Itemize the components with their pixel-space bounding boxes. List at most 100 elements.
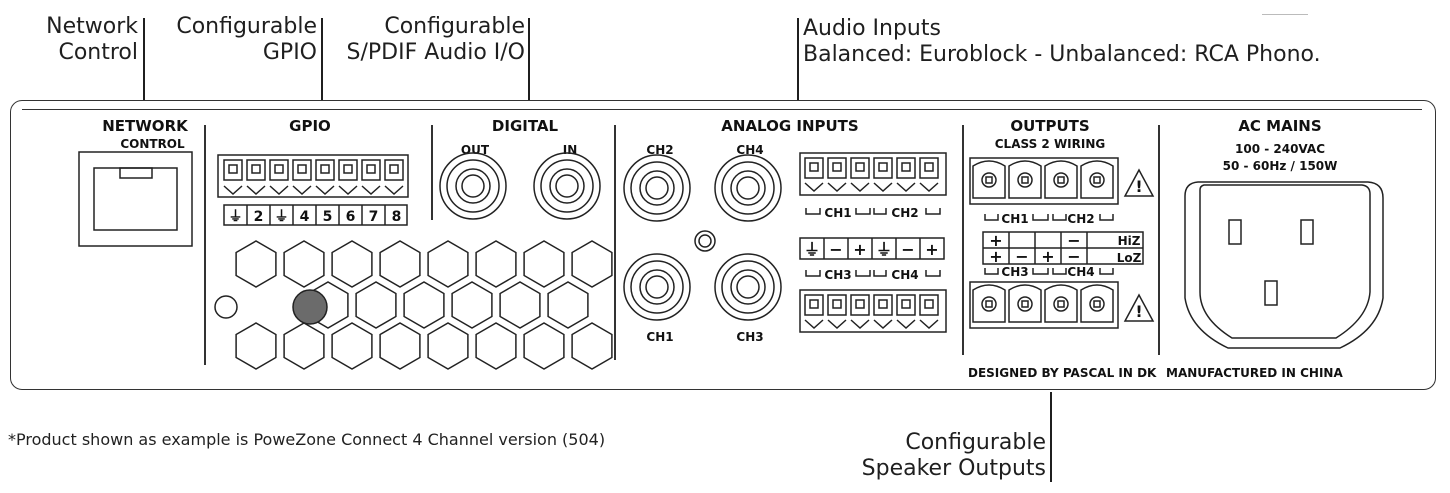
out-bracket-l2 — [1052, 214, 1067, 221]
euroblock-top-clip — [873, 182, 893, 193]
network-subtitle: CONTROL — [120, 137, 185, 151]
vent-hex — [475, 322, 517, 370]
rca-ch2-label: CH2 — [646, 143, 674, 157]
rear-panel — [10, 100, 1436, 390]
manufactured-text: MANUFACTURED IN CHINA — [1166, 366, 1343, 380]
spdif-in-jack-ring — [540, 159, 594, 213]
euroblock-top-screw — [832, 162, 842, 172]
vent-hex — [523, 240, 565, 288]
gpio-terminal-slot — [338, 159, 358, 181]
out-bracket-r4 — [1099, 268, 1114, 275]
polarity-label: + — [925, 240, 938, 259]
euroblock-bottom-screw — [809, 299, 819, 309]
euroblock-bottom-screw — [901, 299, 911, 309]
vent-hex — [523, 322, 565, 370]
gpio-pin-label: 7 — [369, 209, 379, 225]
speaker-terminal-bottom-screw-head — [985, 300, 993, 308]
callout-gpio-line2: GPIO — [262, 40, 317, 65]
euroblock-top-screw — [901, 162, 911, 172]
speaker-terminal-bottom-terminal — [1008, 284, 1042, 323]
euroblock-top-slot — [804, 157, 824, 179]
polarity-label: − — [901, 240, 914, 259]
vent-hex — [331, 240, 373, 288]
gpio-terminal-slot — [361, 159, 381, 181]
rca-ch3-jack-outer — [714, 253, 782, 321]
speaker-terminal-bottom-screw — [1053, 296, 1069, 312]
vent-hex — [475, 240, 517, 288]
gpio-screw — [274, 164, 284, 174]
euro-bracket-r2 — [925, 208, 941, 215]
ac-mains-title: AC MAINS — [1238, 117, 1322, 135]
iec-pin-right — [1300, 219, 1314, 245]
vent-hex — [331, 322, 373, 370]
out-ch3-label: CH3 — [1001, 265, 1029, 279]
rca-ch4-jack-ring — [721, 161, 775, 215]
warning-triangle-bottom-mark: ! — [1135, 302, 1142, 321]
callout-spdif-line2: S/PDIF Audio I/O — [346, 40, 525, 65]
outputs-title: OUTPUTS — [1010, 117, 1090, 135]
euroblock-bottom-screw — [924, 299, 934, 309]
vent-hex — [379, 240, 421, 288]
euro-bracket-r3 — [855, 270, 871, 277]
divider-1 — [204, 125, 206, 365]
callout-speaker-outputs: Configurable Speaker Outputs — [820, 430, 1046, 482]
gpio-pin-label: 8 — [392, 209, 402, 225]
iec-inlet-outer — [1199, 184, 1371, 339]
speaker-terminal-top — [969, 157, 1119, 205]
vent-hex — [235, 240, 277, 288]
hiz-label: HiZ — [1117, 234, 1141, 248]
loz-polarity: + — [1041, 247, 1054, 266]
vent-hex — [571, 322, 613, 370]
loz-polarity: − — [1015, 247, 1028, 266]
speaker-terminal-bottom — [969, 281, 1119, 329]
gpio-pin-label: 4 — [300, 209, 310, 225]
euroblock-bottom-clip — [873, 319, 893, 330]
speaker-terminal-bottom-screw — [981, 296, 997, 312]
vent-hex — [499, 281, 541, 329]
polarity-label: − — [829, 240, 842, 259]
warning-triangle-top — [1123, 168, 1155, 197]
euroblock-bottom-slot — [850, 294, 870, 316]
hiz-polarity: − — [1067, 231, 1080, 250]
vent-hex — [427, 322, 469, 370]
footnote: *Product shown as example is PoweZone Co… — [8, 430, 606, 449]
gpio-terminal-clip — [292, 185, 312, 196]
rca-ch2-jack-inner — [639, 170, 675, 206]
speaker-terminal-bottom-screw-head — [1093, 300, 1101, 308]
analog-title: ANALOG INPUTS — [721, 117, 859, 135]
gpio-terminal-clip — [269, 185, 289, 196]
speaker-terminal-top-terminal — [1080, 160, 1114, 199]
polarity-label: + — [853, 240, 866, 259]
euroblock-top-slot — [896, 157, 916, 179]
speaker-terminal-top-screw-head — [1057, 176, 1065, 184]
rca-ch2-jack-outer — [623, 154, 691, 222]
spdif-out-jack-pin — [461, 174, 485, 198]
euroblock-top-slot — [919, 157, 939, 179]
callout-network-control: Network Control — [20, 14, 138, 66]
rca-ch3-jack-ring — [721, 260, 775, 314]
out-ch1-label: CH1 — [1001, 212, 1029, 226]
vent-small-hole — [214, 295, 238, 319]
warning-triangle-top-mark: ! — [1135, 177, 1142, 196]
euroblock-bottom-slot — [873, 294, 893, 316]
speaker-terminal-bottom-screw — [1089, 296, 1105, 312]
gpio-screw — [366, 164, 376, 174]
panel-top-edge — [22, 109, 1422, 110]
euroblock-top-clip — [896, 182, 916, 193]
gpio-screw — [251, 164, 261, 174]
speaker-terminal-top-screw-head — [1021, 176, 1029, 184]
euro-ch3-label: CH3 — [824, 268, 852, 282]
gpio-terminal-clip — [223, 185, 243, 196]
euroblock-bottom — [799, 289, 947, 333]
rca-ch1-jack-pin — [645, 275, 669, 299]
euroblock-bottom-slot — [804, 294, 824, 316]
euroblock-top — [799, 152, 947, 196]
spdif-in-jack-pin — [555, 174, 579, 198]
euroblock-top-slot — [873, 157, 893, 179]
polarity-label: ⏚ — [876, 240, 892, 259]
leader-network — [143, 18, 145, 100]
euro-ch1-label: CH1 — [824, 206, 852, 220]
vent-hex — [451, 281, 493, 329]
polarity-label: ⏚ — [804, 240, 820, 259]
